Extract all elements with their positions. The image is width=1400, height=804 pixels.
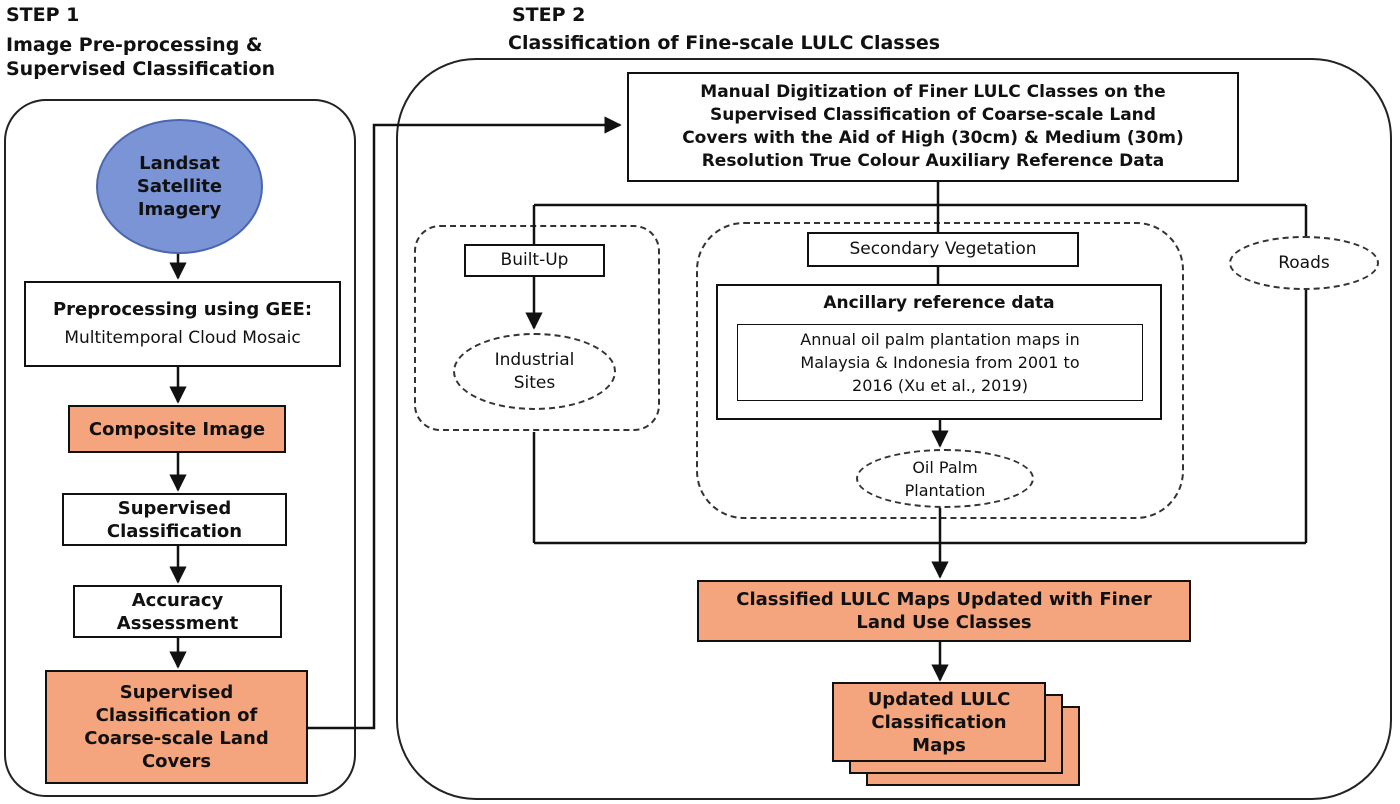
oil-palm-line: Plantation xyxy=(904,480,986,500)
oil-palm-maps-reference: Annual oil palm plantation maps in Malay… xyxy=(737,324,1143,401)
accuracy-assessment-node: Accuracy Assessment xyxy=(73,585,282,638)
landsat-line: Imagery xyxy=(137,199,222,220)
secondary-vegetation-label: Secondary Vegetation xyxy=(849,239,1037,259)
coarse-line: Coarse-scale Land xyxy=(84,728,269,749)
updated-line: Maps xyxy=(912,734,966,756)
coarse-line: Classification of xyxy=(95,705,258,726)
updated-line: Updated LULC xyxy=(867,688,1011,710)
ancillary-line: 2016 (Xu et al., 2019) xyxy=(852,376,1028,395)
coarse-line: Covers xyxy=(141,751,212,772)
ancillary-line: Annual oil palm plantation maps in xyxy=(800,330,1080,349)
manual-line: Resolution True Colour Auxiliary Referen… xyxy=(701,151,1165,171)
composite-image-label: Composite Image xyxy=(88,418,266,440)
step2-label: STEP 2 xyxy=(512,4,586,26)
industrial-sites-node: Industrial Sites xyxy=(453,333,616,410)
manual-line: Manual Digitization of Finer LULC Classe… xyxy=(700,82,1166,102)
roads-node: Roads xyxy=(1229,236,1379,290)
accuracy-line: Assessment xyxy=(116,612,239,634)
ancillary-title: Ancillary reference data xyxy=(823,293,1055,313)
composite-image-node: Composite Image xyxy=(68,405,286,453)
step1-label: STEP 1 xyxy=(6,4,80,26)
classified-lulc-maps-node: Classified LULC Maps Updated with Finer … xyxy=(697,580,1191,642)
secondary-vegetation-node: Secondary Vegetation xyxy=(807,232,1079,267)
supervised-line: Supervised xyxy=(117,497,232,519)
landsat-imagery-node: Landsat Satellite Imagery xyxy=(96,119,263,254)
accuracy-line: Accuracy xyxy=(131,589,224,611)
step2-panel xyxy=(396,58,1392,800)
supervised-classification-node: Supervised Classification xyxy=(62,493,287,546)
step2-title: Classification of Fine-scale LULC Classe… xyxy=(508,32,941,54)
built-up-group xyxy=(414,225,660,431)
industrial-line: Sites xyxy=(513,372,556,393)
updated-lulc-maps-node: Updated LULC Classification Maps xyxy=(832,682,1046,762)
industrial-line: Industrial xyxy=(494,349,575,370)
built-up-label: Built-Up xyxy=(500,250,569,270)
manual-line: Supervised Classification of Coarse-scal… xyxy=(710,105,1156,125)
preprocessing-subtitle: Multitemporal Cloud Mosaic xyxy=(64,328,301,348)
preprocessing-node: Preprocessing using GEE: Multitemporal C… xyxy=(24,281,341,367)
oil-palm-plantation-node: Oil Palm Plantation xyxy=(856,449,1034,508)
step1-title-line2: Supervised Classification xyxy=(6,58,276,80)
landsat-line: Satellite xyxy=(136,176,223,197)
coarse-line: Supervised xyxy=(119,682,234,703)
classified-line: Classified LULC Maps Updated with Finer xyxy=(736,589,1152,610)
coarse-classification-node: Supervised Classification of Coarse-scal… xyxy=(45,670,308,784)
built-up-node: Built-Up xyxy=(464,244,605,277)
supervised-line: Classification xyxy=(106,520,243,542)
roads-label: Roads xyxy=(1278,252,1330,273)
manual-line: Covers with the Aid of High (30cm) & Med… xyxy=(682,128,1184,148)
manual-digitization-node: Manual Digitization of Finer LULC Classe… xyxy=(627,72,1239,182)
step1-panel xyxy=(4,99,356,797)
ancillary-line: Malaysia & Indonesia from 2001 to xyxy=(800,353,1080,372)
oil-palm-line: Oil Palm xyxy=(912,457,978,477)
step1-title-line1: Image Pre-processing & xyxy=(6,34,263,56)
preprocessing-title: Preprocessing using GEE: xyxy=(52,299,313,320)
updated-line: Classification xyxy=(871,711,1007,733)
classified-line: Land Use Classes xyxy=(856,612,1032,633)
landsat-line: Landsat xyxy=(139,153,220,174)
